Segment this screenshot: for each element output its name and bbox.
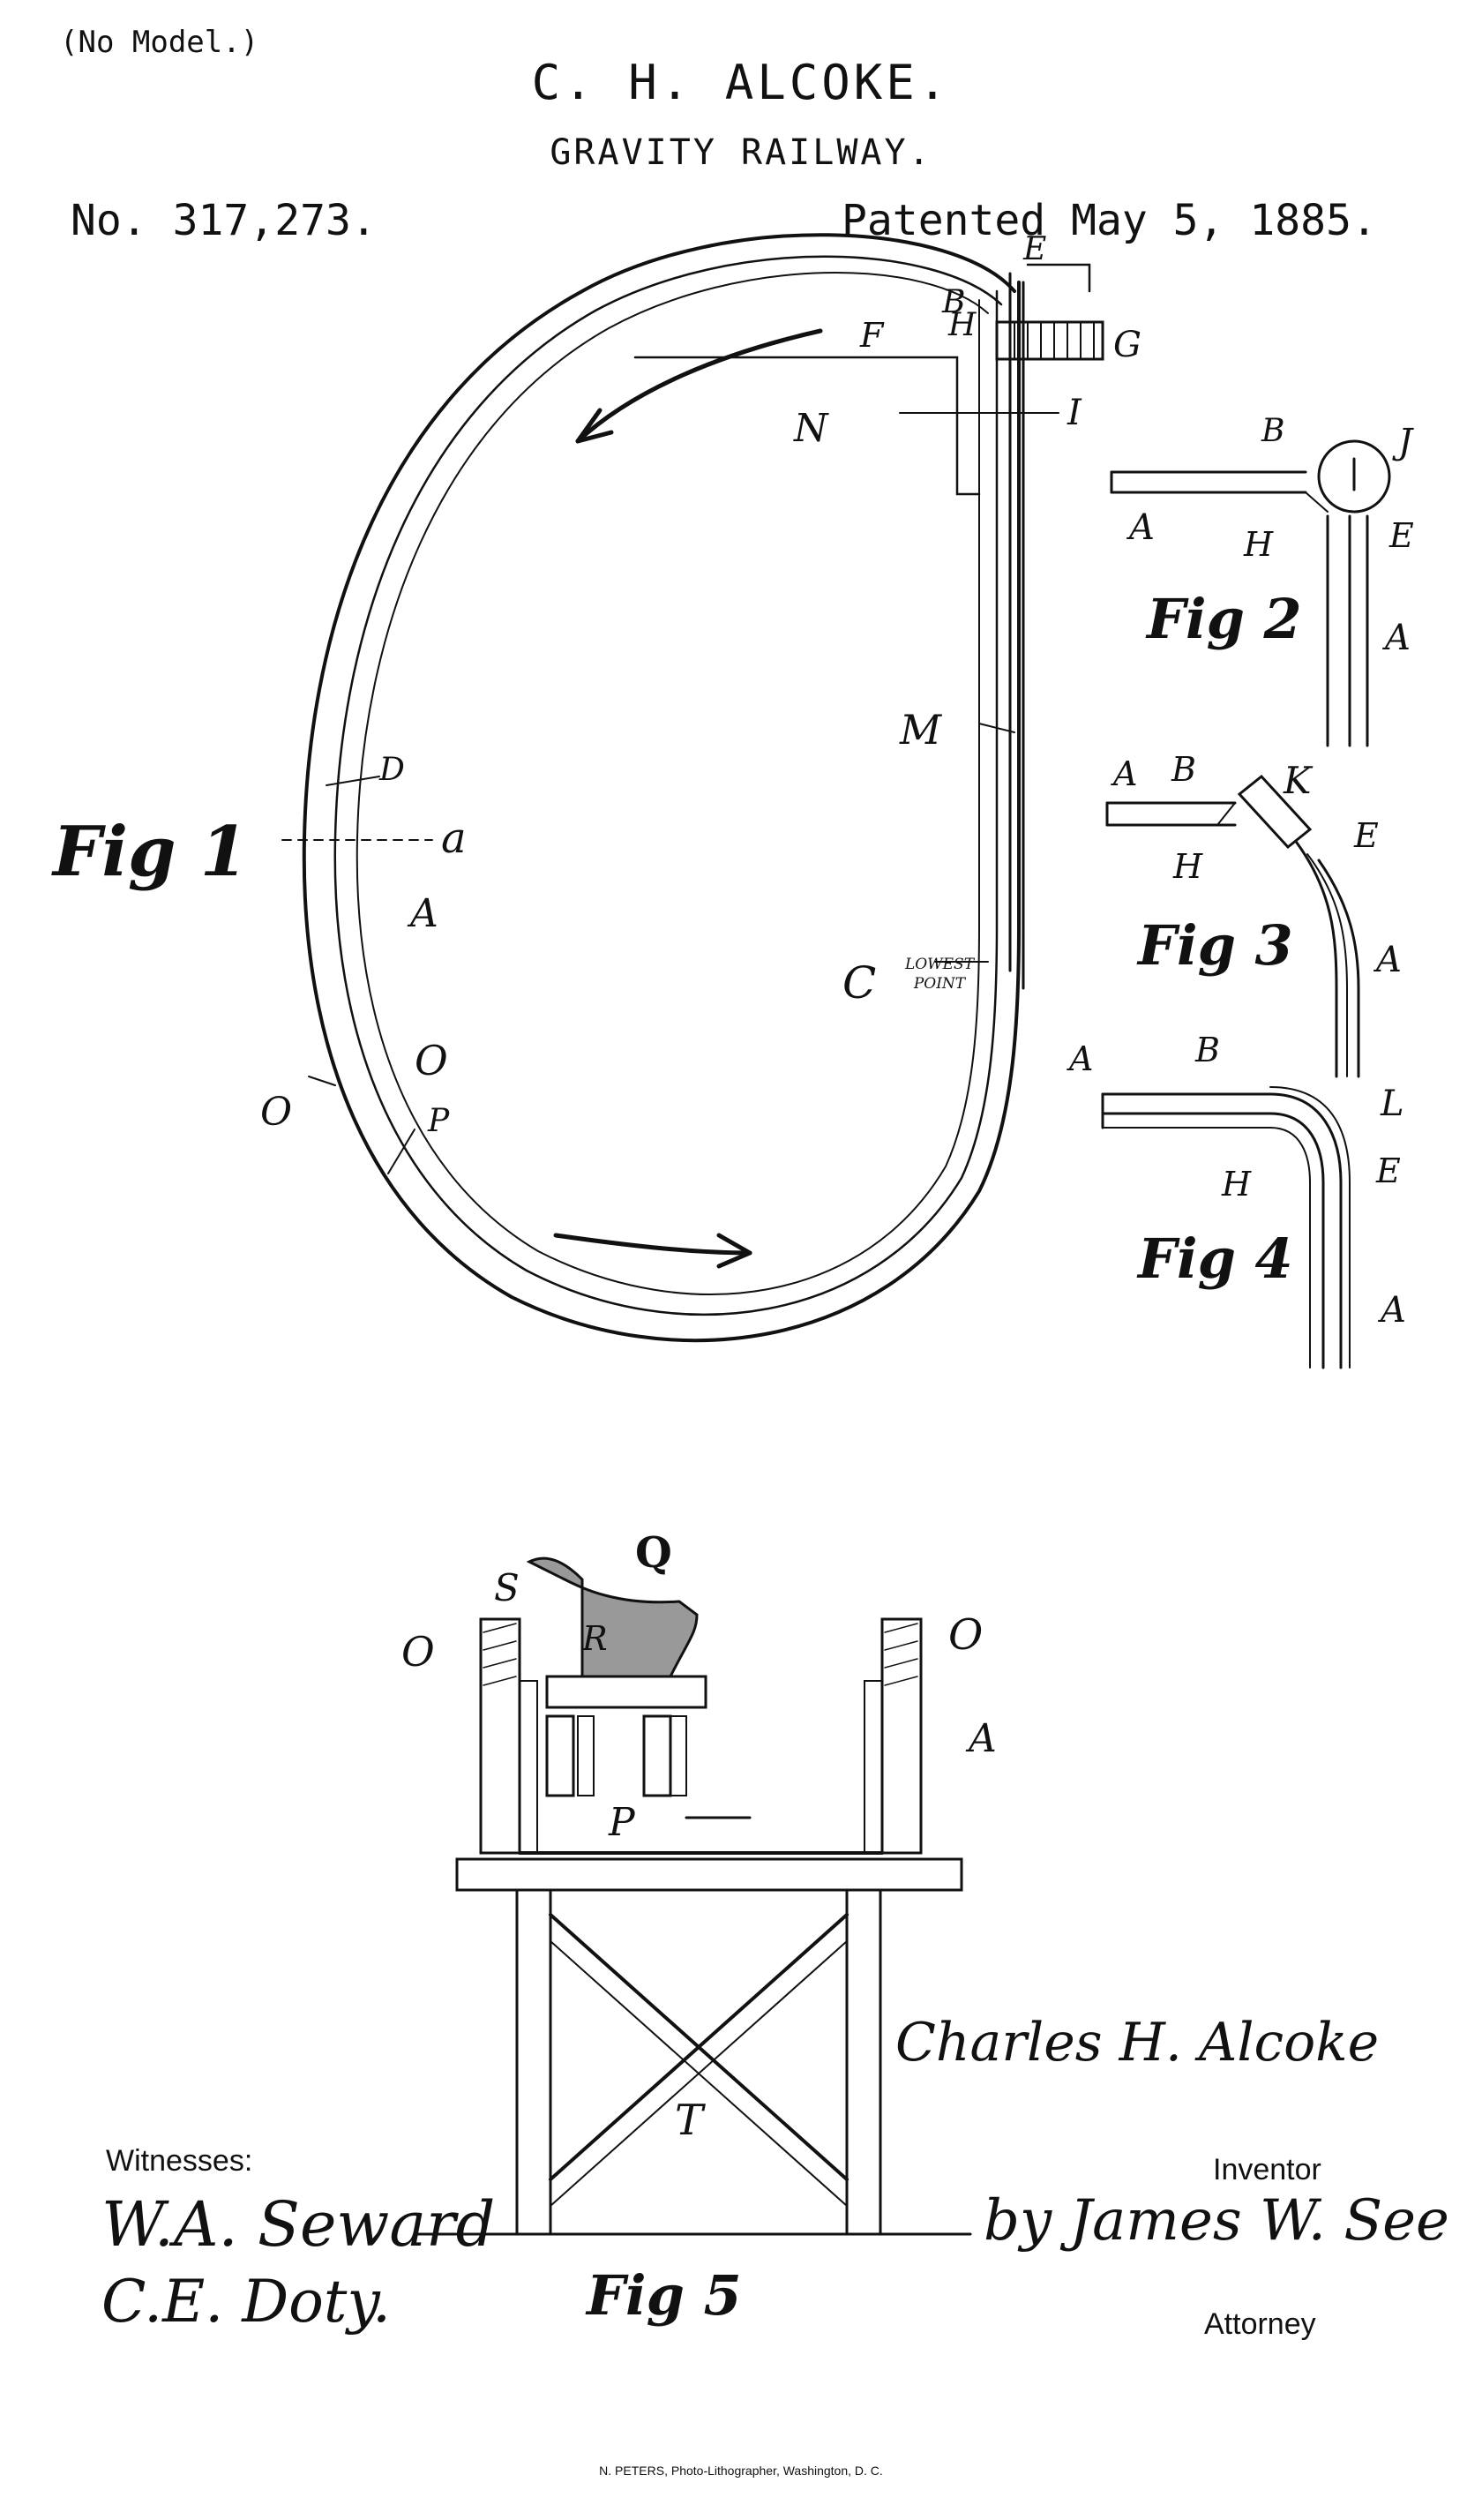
fig1-label-h: H bbox=[948, 307, 977, 343]
fig1-loop-track bbox=[302, 233, 1025, 1343]
patent-title: GRAVITY RAILWAY. bbox=[550, 132, 932, 173]
fig5-label-o-right: O bbox=[948, 1610, 984, 1660]
fig1-label-o-inner: O bbox=[415, 1037, 448, 1084]
fig1-label-f: F bbox=[860, 316, 884, 355]
fig5-label-t: T bbox=[675, 2096, 704, 2145]
no-model-note: (No Model.) bbox=[60, 25, 259, 60]
witness-signature-2: C.E. Doty. bbox=[101, 2268, 391, 2336]
witness-signature-1: W.A. Seward bbox=[101, 2188, 496, 2261]
fig1-label-a: A bbox=[410, 891, 438, 936]
witnesses-label: Witnesses: bbox=[106, 2144, 253, 2178]
fig3-label-h: H bbox=[1173, 847, 1203, 886]
attorney-signature: by James W. See bbox=[984, 2188, 1449, 2254]
fig1-caption: Fig 1 bbox=[53, 812, 248, 892]
fig4-label-a-bottom: A bbox=[1381, 1290, 1406, 1331]
fig4-label-h: H bbox=[1222, 1165, 1252, 1204]
fig1-label-c: C bbox=[842, 957, 877, 1009]
fig1-frame-n bbox=[633, 356, 981, 496]
fig5-label-q: Q bbox=[635, 1528, 672, 1578]
patent-number: No. 317,273. bbox=[71, 196, 377, 245]
patent-date: Patented May 5, 1885. bbox=[842, 196, 1377, 245]
fig3-label-a: A bbox=[1113, 754, 1138, 793]
fig3-caption: Fig 3 bbox=[1138, 913, 1293, 978]
fig2-label-a-top: A bbox=[1129, 507, 1155, 548]
fig2-label-h: H bbox=[1244, 525, 1274, 564]
fig2-label-b: B bbox=[1261, 413, 1285, 449]
fig3-label-e: E bbox=[1354, 816, 1379, 855]
fig4-label-l: L bbox=[1381, 1084, 1404, 1124]
fig5-label-s: S bbox=[494, 1566, 520, 1609]
fig1-roller-g bbox=[995, 320, 1104, 361]
fig1-label-b: B bbox=[942, 284, 966, 320]
fig4-label-b: B bbox=[1195, 1031, 1220, 1069]
fig1-label-e: E bbox=[1023, 231, 1047, 267]
fig1-label-d: D bbox=[379, 752, 405, 788]
fig1-arrow-lower bbox=[553, 1233, 752, 1269]
fig2-label-a-right: A bbox=[1385, 618, 1411, 658]
fig1-label-g: G bbox=[1113, 325, 1141, 365]
fig2-label-j: J bbox=[1398, 422, 1413, 462]
fig1-label-n: N bbox=[794, 406, 828, 451]
inventor-signature: Charles H. Alcoke bbox=[895, 2012, 1380, 2074]
fig5-label-r: R bbox=[582, 1619, 608, 1658]
fig2-caption: Fig 2 bbox=[1147, 587, 1302, 651]
fig3-drawing bbox=[1105, 774, 1360, 1078]
fig1-label-i: I bbox=[1067, 393, 1082, 433]
fig1-label-a-lower: a bbox=[441, 814, 467, 863]
fig3-label-k: K bbox=[1284, 759, 1312, 802]
fig2-drawing bbox=[1110, 439, 1391, 747]
fig5-drawing bbox=[413, 1556, 972, 2236]
fig1-label-p: P bbox=[428, 1103, 450, 1139]
fig5-caption: Fig 5 bbox=[587, 2263, 742, 2328]
inventor-name-header: C. H. ALCOKE. bbox=[531, 55, 951, 110]
attorney-label: Attorney bbox=[1204, 2307, 1316, 2341]
fig1-lowest-point-note: LOWEST POINT bbox=[904, 956, 975, 993]
fig2-label-e: E bbox=[1389, 516, 1414, 555]
fig1-label-m: M bbox=[900, 706, 942, 754]
fig1-label-o-left: O bbox=[260, 1090, 293, 1135]
inventor-label: Inventor bbox=[1213, 2153, 1321, 2186]
fig1-arrow-upper bbox=[575, 328, 823, 444]
fig4-label-e: E bbox=[1376, 1151, 1401, 1190]
fig3-label-a-right: A bbox=[1376, 940, 1402, 980]
fig5-label-a: A bbox=[969, 1716, 997, 1761]
fig5-label-o-left: O bbox=[401, 1628, 435, 1676]
fig4-caption: Fig 4 bbox=[1138, 1226, 1293, 1291]
fig3-label-b: B bbox=[1171, 750, 1196, 789]
lithographer-footer: N. PETERS, Photo-Lithographer, Washingto… bbox=[599, 2464, 883, 2478]
fig5-label-p: P bbox=[609, 1800, 635, 1845]
fig4-drawing bbox=[1101, 1086, 1351, 1369]
fig4-label-a: A bbox=[1069, 1039, 1094, 1078]
